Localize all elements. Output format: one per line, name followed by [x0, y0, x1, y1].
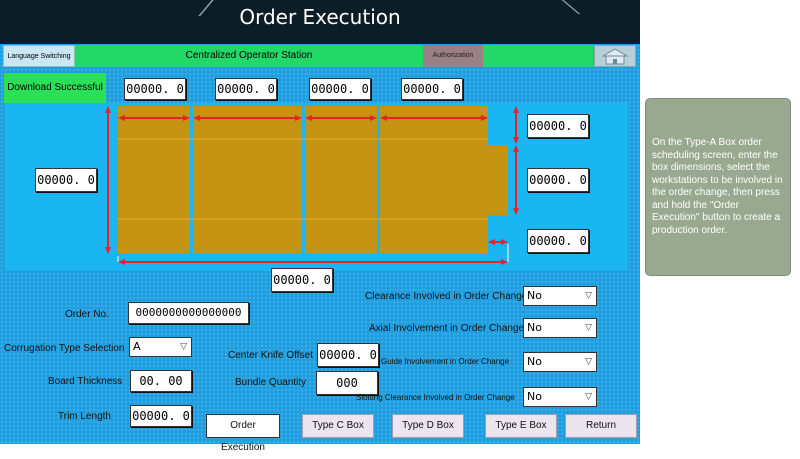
chevron-down-icon: ▽ [585, 392, 592, 402]
dim-left[interactable]: 00000. 0 [35, 168, 97, 192]
order-no-label: Order No. [65, 309, 109, 320]
center-knife-label: Center Knife Offset [228, 350, 313, 361]
axial-value: No [527, 321, 542, 334]
dim-right-2[interactable]: 00000. 0 [527, 168, 589, 192]
type-e-box-button[interactable]: Type E Box [485, 414, 557, 438]
home-button[interactable] [594, 45, 636, 67]
title-bar: Order Execution [0, 0, 640, 44]
axial-select[interactable]: No ▽ [523, 318, 597, 338]
download-status: Download Successful [4, 73, 106, 103]
chevron-down-icon: ▽ [585, 357, 592, 367]
box-panel-1 [118, 106, 190, 254]
language-switching-button[interactable]: Language Switching [3, 45, 75, 67]
home-icon [601, 48, 629, 65]
trim-length-label: Trim Length [58, 411, 111, 422]
bundle-qty-field[interactable]: 000 [316, 371, 378, 395]
slotting-label: Slotting Clearance Involved in Order Cha… [356, 393, 515, 402]
guide-label: Guide Involvement in Order Change [381, 357, 510, 366]
status-bar [483, 45, 593, 67]
type-c-box-button[interactable]: Type C Box [302, 414, 374, 438]
authorization-button[interactable]: Authorization [423, 45, 483, 67]
station-label: Centralized Operator Station [75, 45, 423, 67]
order-execution-button[interactable]: Order Execution [206, 414, 280, 453]
guide-select[interactable]: No ▽ [523, 352, 597, 372]
chevron-down-icon: ▽ [585, 291, 592, 301]
corrugation-value: A [133, 340, 141, 353]
instruction-note: On the Type-A Box order scheduling scree… [645, 98, 791, 276]
dim-top-2[interactable]: 00000. 0 [215, 78, 277, 100]
center-knife-field[interactable]: 00000. 0 [317, 343, 379, 367]
dim-top-3[interactable]: 00000. 0 [309, 78, 371, 100]
guide-value: No [527, 355, 542, 368]
box-panel-2 [193, 106, 302, 254]
axial-label: Axial Involvement in Order Change [369, 323, 525, 334]
corrugation-select[interactable]: A ▽ [129, 337, 192, 357]
board-thickness-field[interactable]: 00. 00 [130, 370, 192, 392]
chevron-down-icon: ▽ [585, 323, 592, 333]
bundle-qty-label: Bundle Quantity [235, 377, 307, 388]
trim-length-field[interactable]: 00000. 0 [130, 405, 192, 427]
slotting-value: No [527, 390, 542, 403]
dim-right-3[interactable]: 00000. 0 [527, 229, 589, 253]
chevron-down-icon: ▽ [180, 342, 187, 352]
corrugation-label: Corrugation Type Selection [4, 343, 125, 354]
type-d-box-button[interactable]: Type D Box [392, 414, 464, 438]
dim-right-1[interactable]: 00000. 0 [527, 114, 589, 138]
clearance-label: Clearance Involved in Order Change [365, 291, 528, 302]
box-panel-4 [380, 106, 488, 254]
dim-top-1[interactable]: 00000. 0 [124, 78, 186, 100]
return-button[interactable]: Return [565, 414, 637, 438]
dimension-arrows [105, 106, 519, 265]
slotting-select[interactable]: No ▽ [523, 387, 597, 407]
board-thickness-label: Board Thickness [48, 376, 123, 387]
dim-bottom[interactable]: 00000. 0 [271, 268, 333, 292]
order-no-field[interactable]: 0000000000000000 [128, 302, 249, 324]
page-title: Order Execution [239, 5, 401, 29]
box-panel-3 [305, 106, 377, 254]
dim-top-4[interactable]: 00000. 0 [401, 78, 463, 100]
box-glue-flap [488, 145, 508, 215]
clearance-value: No [527, 289, 542, 302]
clearance-select[interactable]: No ▽ [523, 286, 597, 306]
